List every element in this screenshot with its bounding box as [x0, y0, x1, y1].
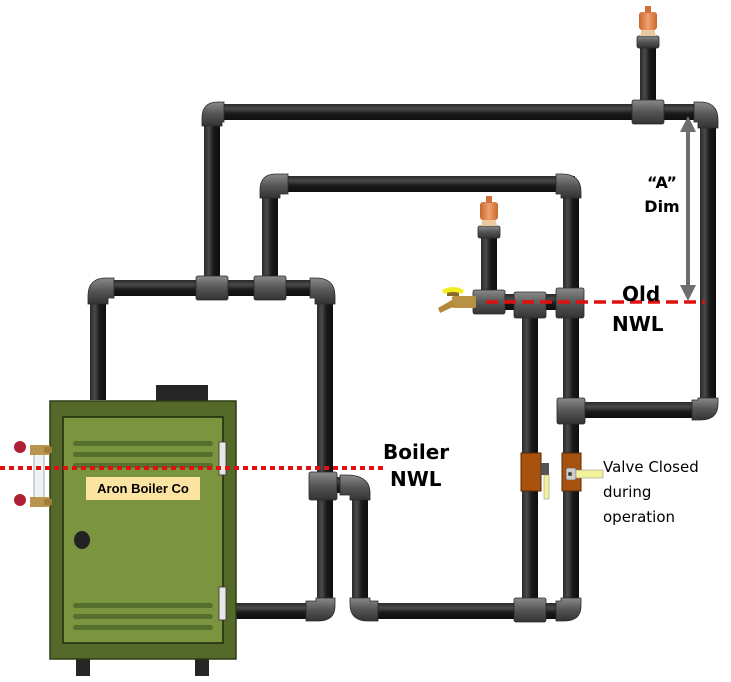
tee-boiler-nwl [308, 471, 338, 501]
coupling-secondary-vent [477, 225, 501, 239]
pipe-vent-riser [640, 40, 656, 110]
elbow-bottom-right [555, 597, 582, 622]
old-nwl-label-line2: NWL [612, 312, 664, 336]
elbow-nwl-top [339, 474, 371, 501]
tee-header-outer [195, 275, 229, 301]
elbow-return-right [305, 597, 336, 622]
pipe-right-drop-outer [700, 112, 716, 410]
boiler-foot-left [76, 658, 90, 676]
gauge-valve-bottom[interactable] [14, 494, 26, 506]
old-nwl-label-line1: Old [622, 282, 661, 306]
pipe-secondary-vent-riser [481, 232, 497, 300]
tee-header-inner [253, 275, 287, 301]
hinge-bottom [218, 586, 227, 621]
elbow-inner-top-right [555, 173, 582, 199]
ball-valve-closed[interactable] [561, 452, 604, 492]
elbow-top-left [201, 101, 225, 127]
boiler-nameplate: Aron Boiler Co [86, 477, 200, 500]
boiler-nwl-label-line1: Boiler [383, 440, 450, 464]
elbow-nwl-bottom [349, 597, 379, 622]
boiler-door[interactable] [62, 416, 224, 644]
pipe-inner-left-riser [262, 184, 278, 290]
ball-valve-open[interactable] [520, 452, 550, 500]
a-dim-label-line2: Dim [644, 197, 680, 216]
boiler-flue-collar [156, 385, 208, 401]
elbow-lower-connector [691, 397, 719, 421]
tee-vent-top [631, 99, 665, 125]
elbow-header-right [309, 277, 336, 305]
pipe-lower-connector [572, 402, 708, 418]
valve-note-line1: Valve Closed [603, 458, 699, 476]
pipe-boiler-supply [90, 290, 106, 400]
drain-valve[interactable] [438, 287, 476, 313]
boiler-nwl-label-line2: NWL [390, 467, 442, 491]
fittings [87, 35, 719, 623]
hinge-top [218, 441, 227, 476]
valve-note-line3: operation [603, 508, 676, 526]
sight-glass [14, 441, 52, 507]
coupling-vent-top [636, 35, 660, 49]
a-dimension-arrow [680, 116, 696, 301]
tee-bottom-return [513, 597, 547, 623]
tee-lower-connector [556, 397, 586, 425]
pipe-header-drop [317, 290, 333, 608]
pipe-inner-top [270, 176, 575, 192]
main-air-vent[interactable] [639, 6, 657, 36]
boiler-foot-right [195, 658, 209, 676]
pipe-nwl-drop [352, 488, 368, 608]
pipe-boiler-return [234, 603, 326, 619]
pipe-left-riser-outer [204, 112, 220, 290]
gauge-valve-top[interactable] [14, 441, 26, 453]
door-handle[interactable] [74, 531, 90, 549]
tee-hartford [513, 291, 547, 319]
secondary-air-vent[interactable] [480, 196, 498, 226]
elbow-inner-top-left [259, 173, 289, 199]
pipe-top-main [212, 104, 708, 120]
elbow-header-left [87, 277, 115, 305]
elbow-top-right [693, 101, 719, 129]
valve-note-line2: during [603, 483, 652, 501]
boiler [49, 385, 237, 676]
pipe-inner-right-drop [563, 184, 579, 604]
a-dim-label-line1: “A” [647, 173, 677, 192]
